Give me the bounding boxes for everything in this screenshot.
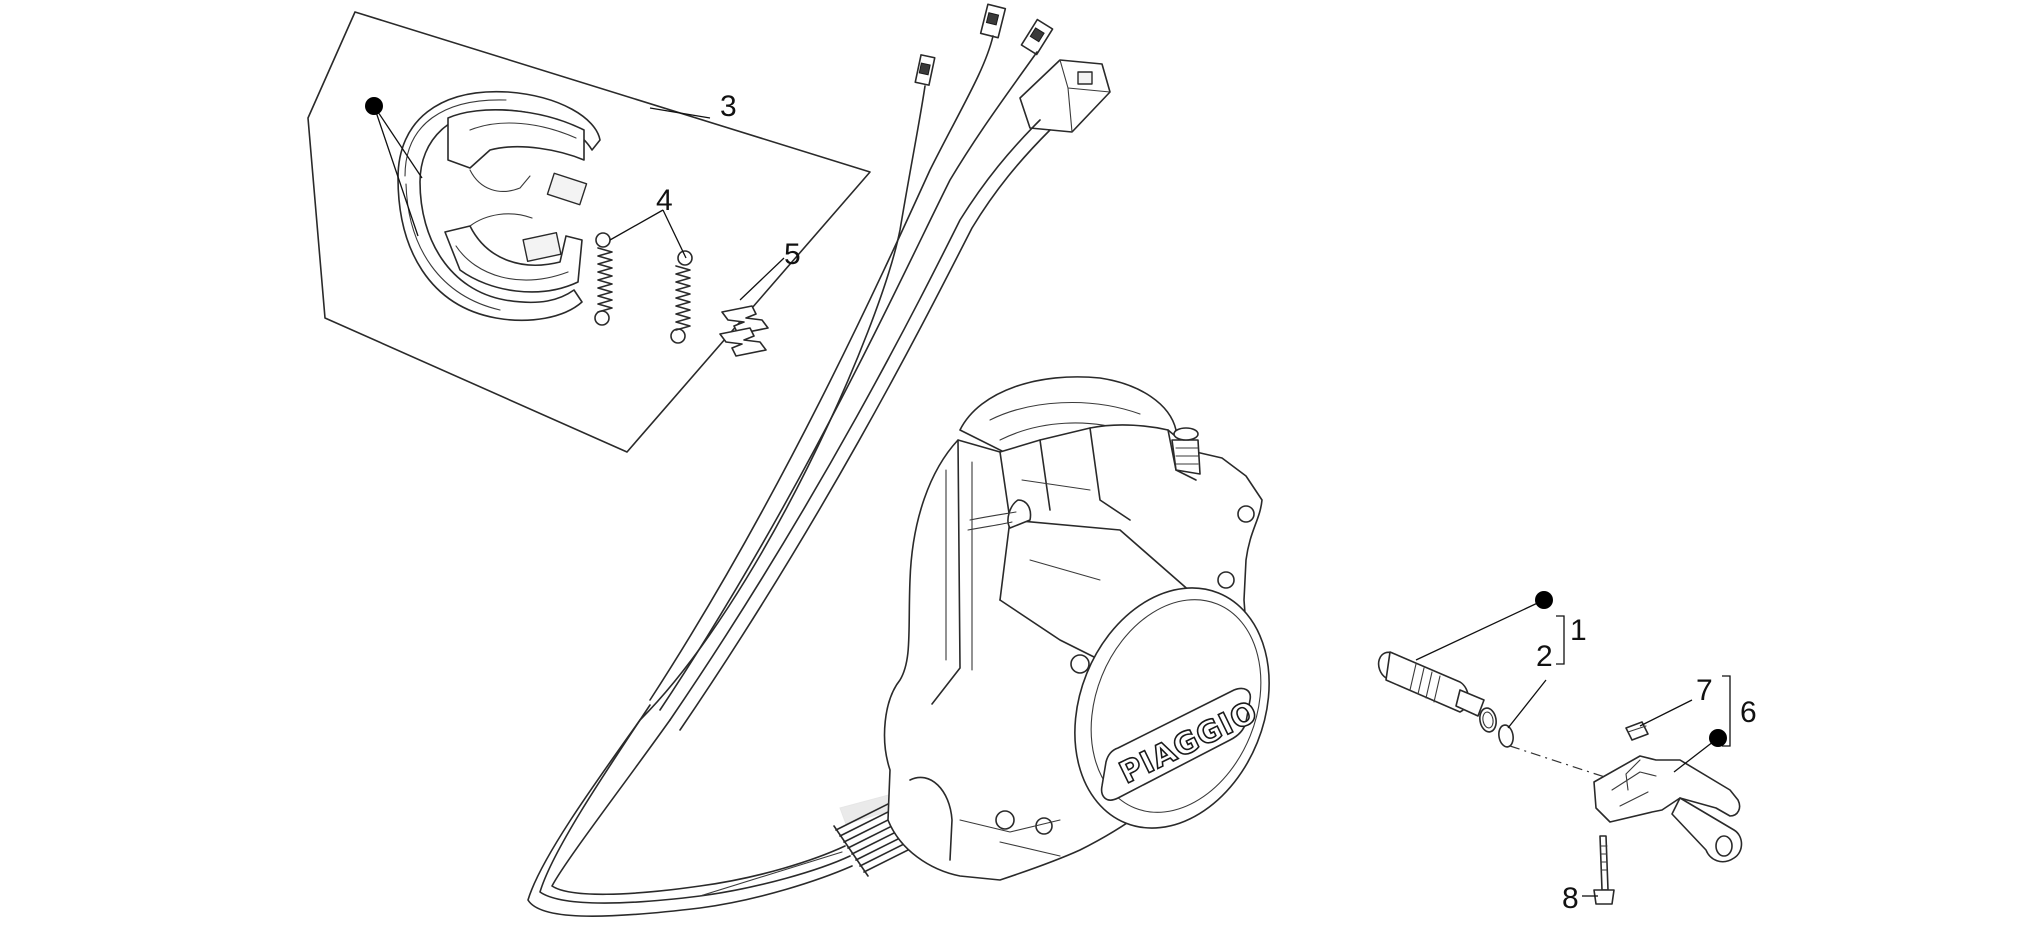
leader-4b (662, 209, 687, 259)
o-ring-2a (1479, 707, 1497, 733)
spring-left (594, 232, 613, 326)
return-springs (594, 232, 693, 344)
engine-cover: PIAGGIO (883, 376, 1270, 881)
flywheel-cover: PIAGGIO (1074, 587, 1270, 829)
bolt-icon (1237, 505, 1255, 523)
bracket-6 (1722, 675, 1731, 747)
leader-dot-sensor (1415, 599, 1545, 661)
leader-3 (649, 107, 711, 119)
sensor-shaft (1377, 651, 1485, 717)
connector-small-1 (914, 54, 936, 86)
callout-4: 4 (656, 184, 673, 217)
kit-dot-brake (365, 97, 383, 115)
key-7 (1625, 721, 1649, 741)
bolt-icon (1070, 654, 1090, 674)
callout-8: 8 (1562, 882, 1579, 915)
leader-2 (1507, 679, 1547, 729)
spring-right (670, 250, 693, 344)
leader-dot-lever (1673, 737, 1719, 773)
leader-dot-upper-shoe (373, 105, 423, 179)
oil-filler-cap (1171, 427, 1201, 475)
callout-1: 1 (1570, 614, 1587, 647)
leader-4a (609, 209, 664, 241)
bolt-8 (1593, 835, 1615, 905)
connector-main (1019, 59, 1111, 133)
kit-dot-sensor (1535, 591, 1553, 609)
callout-7: 7 (1696, 674, 1713, 707)
brake-shoes (397, 90, 601, 322)
callout-5: 5 (784, 238, 801, 271)
bolt-icon (995, 810, 1015, 830)
leader-dot-lower-shoe (373, 105, 419, 237)
kit-dot-lever (1709, 729, 1727, 747)
connector-small-2 (979, 3, 1007, 39)
o-ring-2b (1498, 724, 1514, 748)
callout-2: 2 (1536, 640, 1553, 673)
leader-7 (1639, 699, 1693, 727)
leader-5 (739, 257, 785, 301)
bolt-icon (1035, 817, 1053, 835)
retaining-clips (719, 305, 769, 357)
callout-3: 3 (720, 90, 737, 123)
wiring-harness (527, 3, 1111, 917)
axis-centerline (1509, 745, 1621, 783)
callout-6: 6 (1740, 696, 1757, 729)
brake-kit-panel (307, 11, 871, 453)
lever-bracket (1593, 755, 1743, 863)
connector-small-3 (1020, 18, 1054, 56)
bolt-icon (1217, 571, 1235, 589)
bracket-1 (1556, 615, 1565, 665)
